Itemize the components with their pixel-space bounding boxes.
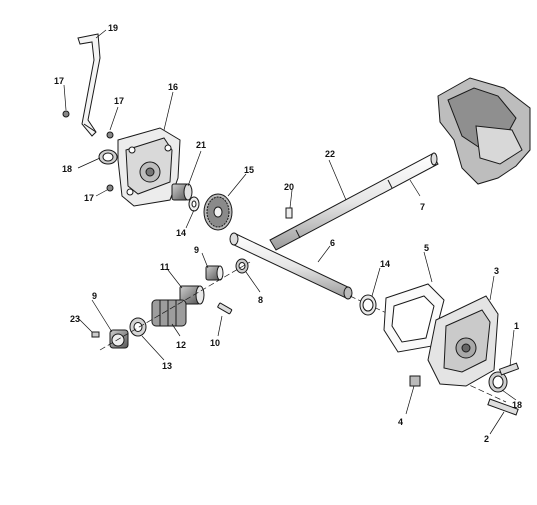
callout-19: 19 xyxy=(108,23,118,33)
thrust-washer-part xyxy=(129,317,147,337)
callout-17-mid: 17 xyxy=(114,96,124,106)
callout-22: 22 xyxy=(325,149,335,159)
nut-part xyxy=(409,375,421,387)
washer-right-part xyxy=(359,294,377,316)
key-part xyxy=(217,302,233,315)
washer-part xyxy=(188,196,200,212)
axle-part xyxy=(229,232,353,300)
callout-9-upper: 9 xyxy=(194,245,199,255)
callout-3: 3 xyxy=(494,266,499,276)
callout-18-left: 18 xyxy=(62,164,72,174)
callout-12: 12 xyxy=(176,340,186,350)
callout-6: 6 xyxy=(330,238,335,248)
seal-part xyxy=(98,149,118,165)
lever-part xyxy=(77,33,101,137)
callout-13: 13 xyxy=(162,361,172,371)
callout-10: 10 xyxy=(210,338,220,348)
callout-15: 15 xyxy=(244,165,254,175)
callout-23: 23 xyxy=(70,314,80,324)
callout-1: 1 xyxy=(514,321,519,331)
ring-part xyxy=(235,258,249,274)
callout-17-top: 17 xyxy=(54,76,64,86)
auger-housing xyxy=(437,77,531,185)
worm-part xyxy=(151,299,187,327)
leader-lines xyxy=(63,29,517,435)
gear-case-right xyxy=(427,295,499,387)
pin-part xyxy=(285,207,293,219)
callout-labels: 19 17 17 16 18 17 21 15 14 22 20 7 6 5 1… xyxy=(54,23,522,444)
callout-5: 5 xyxy=(424,243,429,253)
shaft-part xyxy=(269,152,439,251)
callout-14-right: 14 xyxy=(380,259,390,269)
callout-7: 7 xyxy=(420,202,425,212)
screw-part xyxy=(62,110,114,192)
callout-14-left: 14 xyxy=(176,228,186,238)
bolt-part xyxy=(498,362,520,376)
seal-right-part xyxy=(488,371,508,393)
callout-21: 21 xyxy=(196,140,206,150)
callout-2: 2 xyxy=(484,434,489,444)
long-bolt-part xyxy=(487,398,519,416)
callout-18-right: 18 xyxy=(512,400,522,410)
worm-gear-part xyxy=(203,193,233,231)
bushing-part xyxy=(205,265,224,281)
callout-11: 11 xyxy=(160,262,170,272)
callout-17-low: 17 xyxy=(84,193,94,203)
callout-4: 4 xyxy=(398,417,403,427)
callout-20: 20 xyxy=(284,182,294,192)
callout-8: 8 xyxy=(258,295,263,305)
bearing-part xyxy=(171,183,193,201)
callout-16: 16 xyxy=(168,82,178,92)
gear-case-half xyxy=(117,127,181,207)
small-pin-part xyxy=(91,331,100,338)
gasket-part xyxy=(383,283,445,353)
callout-9-lower: 9 xyxy=(92,291,97,301)
